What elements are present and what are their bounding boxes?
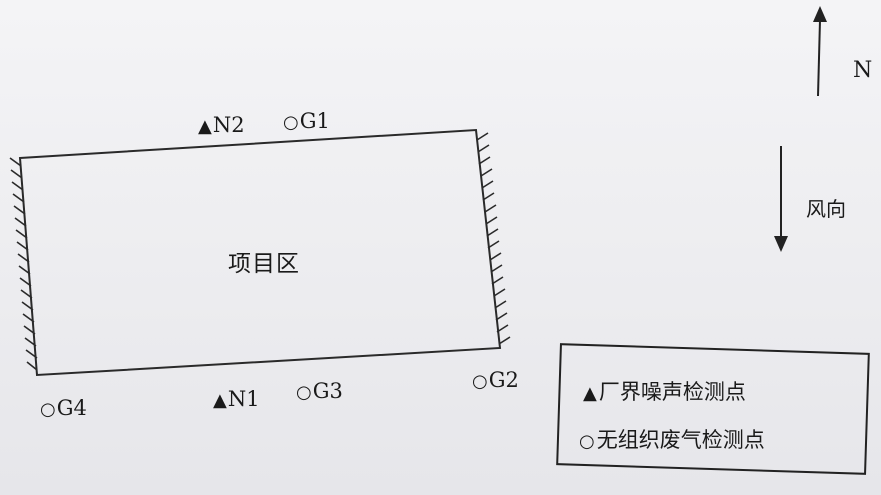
north-arrow bbox=[813, 6, 827, 97]
wind-direction-label: 风向 bbox=[806, 197, 846, 221]
right-boundary-hatching bbox=[476, 132, 511, 345]
legend-gas-label: 无组织废气检测点 bbox=[596, 428, 765, 452]
point-label: G2 bbox=[488, 368, 519, 392]
point-label: G3 bbox=[312, 379, 343, 403]
circle-icon: ○ bbox=[579, 431, 595, 452]
point-label: N1 bbox=[227, 387, 260, 411]
gas-point-g1: ○G1 bbox=[283, 111, 330, 132]
circle-icon: ○ bbox=[472, 371, 488, 392]
triangle-icon: ▲ bbox=[583, 383, 597, 404]
project-area-boundary bbox=[18, 128, 502, 377]
point-label: G4 bbox=[56, 396, 87, 420]
gas-point-g2: ○G2 bbox=[472, 370, 519, 391]
project-area-label: 项目区 bbox=[228, 251, 300, 277]
triangle-icon: ▲ bbox=[198, 116, 212, 137]
gas-point-g4: ○G4 bbox=[40, 398, 87, 419]
wind-direction-arrow bbox=[774, 146, 788, 252]
circle-icon: ○ bbox=[296, 382, 312, 403]
gas-point-g3: ○G3 bbox=[296, 381, 343, 402]
noise-point-n2: ▲N2 bbox=[198, 115, 245, 136]
left-boundary-hatching bbox=[9, 157, 38, 371]
legend-noise-label: 厂界噪声检测点 bbox=[598, 380, 746, 404]
legend-noise-item: ▲厂界噪声检测点 bbox=[583, 376, 746, 406]
point-label: G1 bbox=[299, 109, 330, 133]
point-label: N2 bbox=[212, 113, 245, 137]
triangle-icon: ▲ bbox=[213, 390, 227, 411]
circle-icon: ○ bbox=[283, 112, 299, 133]
legend-gas-item: ○无组织废气检测点 bbox=[579, 424, 765, 454]
circle-icon: ○ bbox=[40, 399, 56, 420]
legend-box bbox=[556, 343, 870, 475]
north-label: N bbox=[853, 58, 873, 83]
noise-point-n1: ▲N1 bbox=[213, 389, 260, 410]
